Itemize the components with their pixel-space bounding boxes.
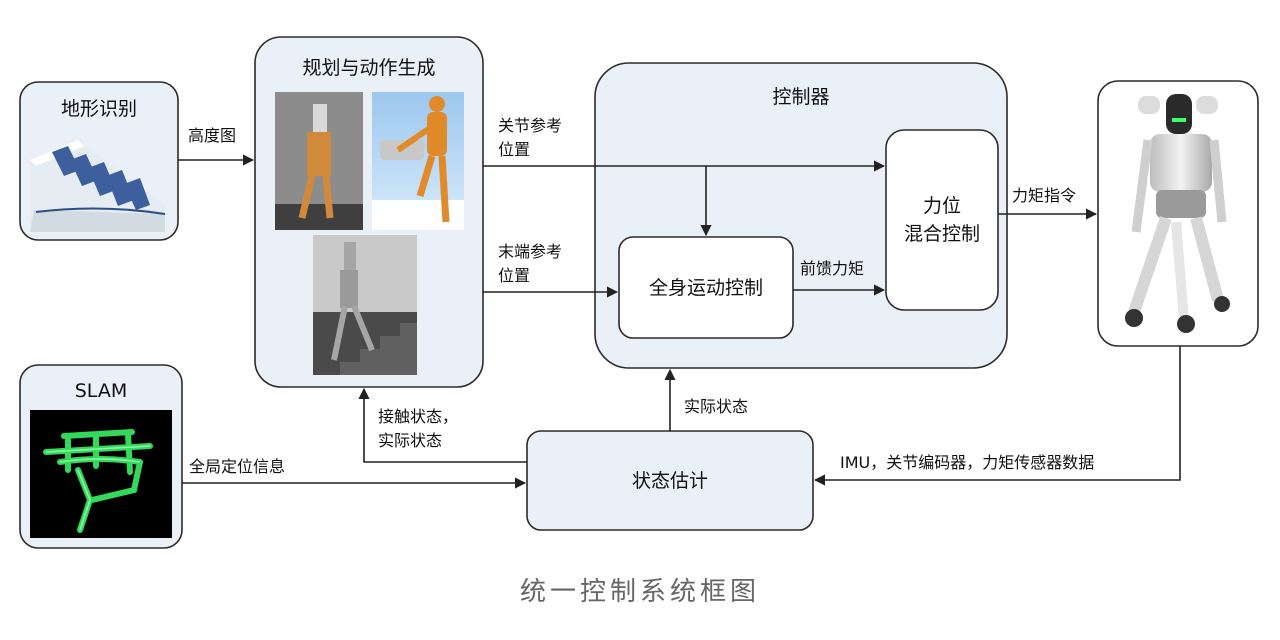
label-joint-ref-1: 关节参考 — [498, 116, 562, 135]
slam-title: SLAM — [75, 380, 127, 402]
slam-map-image — [30, 410, 172, 538]
whole-body-control-node: 全身运动控制 — [618, 236, 794, 339]
controller-node: 控制器 全身运动控制 力位 混合控制 — [594, 62, 1008, 369]
planning-motion-generation-node: 规划与动作生成 — [254, 36, 484, 388]
robot-node — [1097, 80, 1259, 347]
label-end-ref-1: 末端参考 — [498, 242, 562, 261]
label-sensors: IMU，关节编码器，力矩传感器数据 — [840, 453, 1094, 472]
terrain-stairs-image — [30, 140, 166, 232]
label-actual-state: 实际状态 — [684, 397, 748, 416]
planning-sim-image-pushing — [372, 92, 464, 230]
label-contact-state-1: 接触状态， — [378, 407, 458, 426]
humanoid-robot-image — [1125, 94, 1230, 333]
wbc-title: 全身运动控制 — [649, 277, 763, 299]
planning-title: 规划与动作生成 — [302, 57, 435, 79]
label-torque-cmd: 力矩指令 — [1012, 186, 1076, 205]
terrain-recognition-node: 地形识别 — [19, 81, 179, 241]
edge-contact-state — [358, 387, 527, 463]
figure-caption: 统一控制系统框图 — [520, 577, 760, 607]
label-global-loc: 全局定位信息 — [189, 457, 285, 476]
slam-node: SLAM — [19, 364, 183, 549]
terrain-title: 地形识别 — [61, 98, 137, 120]
controller-title: 控制器 — [772, 86, 829, 108]
force-position-line1: 力位 — [923, 195, 961, 217]
label-contact-state-2: 实际状态 — [378, 431, 442, 450]
label-feedforward: 前馈力矩 — [800, 259, 864, 278]
planning-sim-image-standing — [275, 92, 363, 230]
planning-sim-image-stairs — [313, 235, 417, 375]
edge-sensors — [813, 346, 1181, 486]
force-position-line2: 混合控制 — [904, 223, 980, 245]
label-heightmap: 高度图 — [188, 126, 236, 145]
force-position-hybrid-node: 力位 混合控制 — [885, 129, 999, 311]
state-estimation-title: 状态估计 — [632, 470, 708, 492]
state-estimation-node: 状态估计 — [526, 430, 814, 531]
label-end-ref-2: 位置 — [498, 266, 530, 285]
label-joint-ref-2: 位置 — [498, 140, 530, 159]
